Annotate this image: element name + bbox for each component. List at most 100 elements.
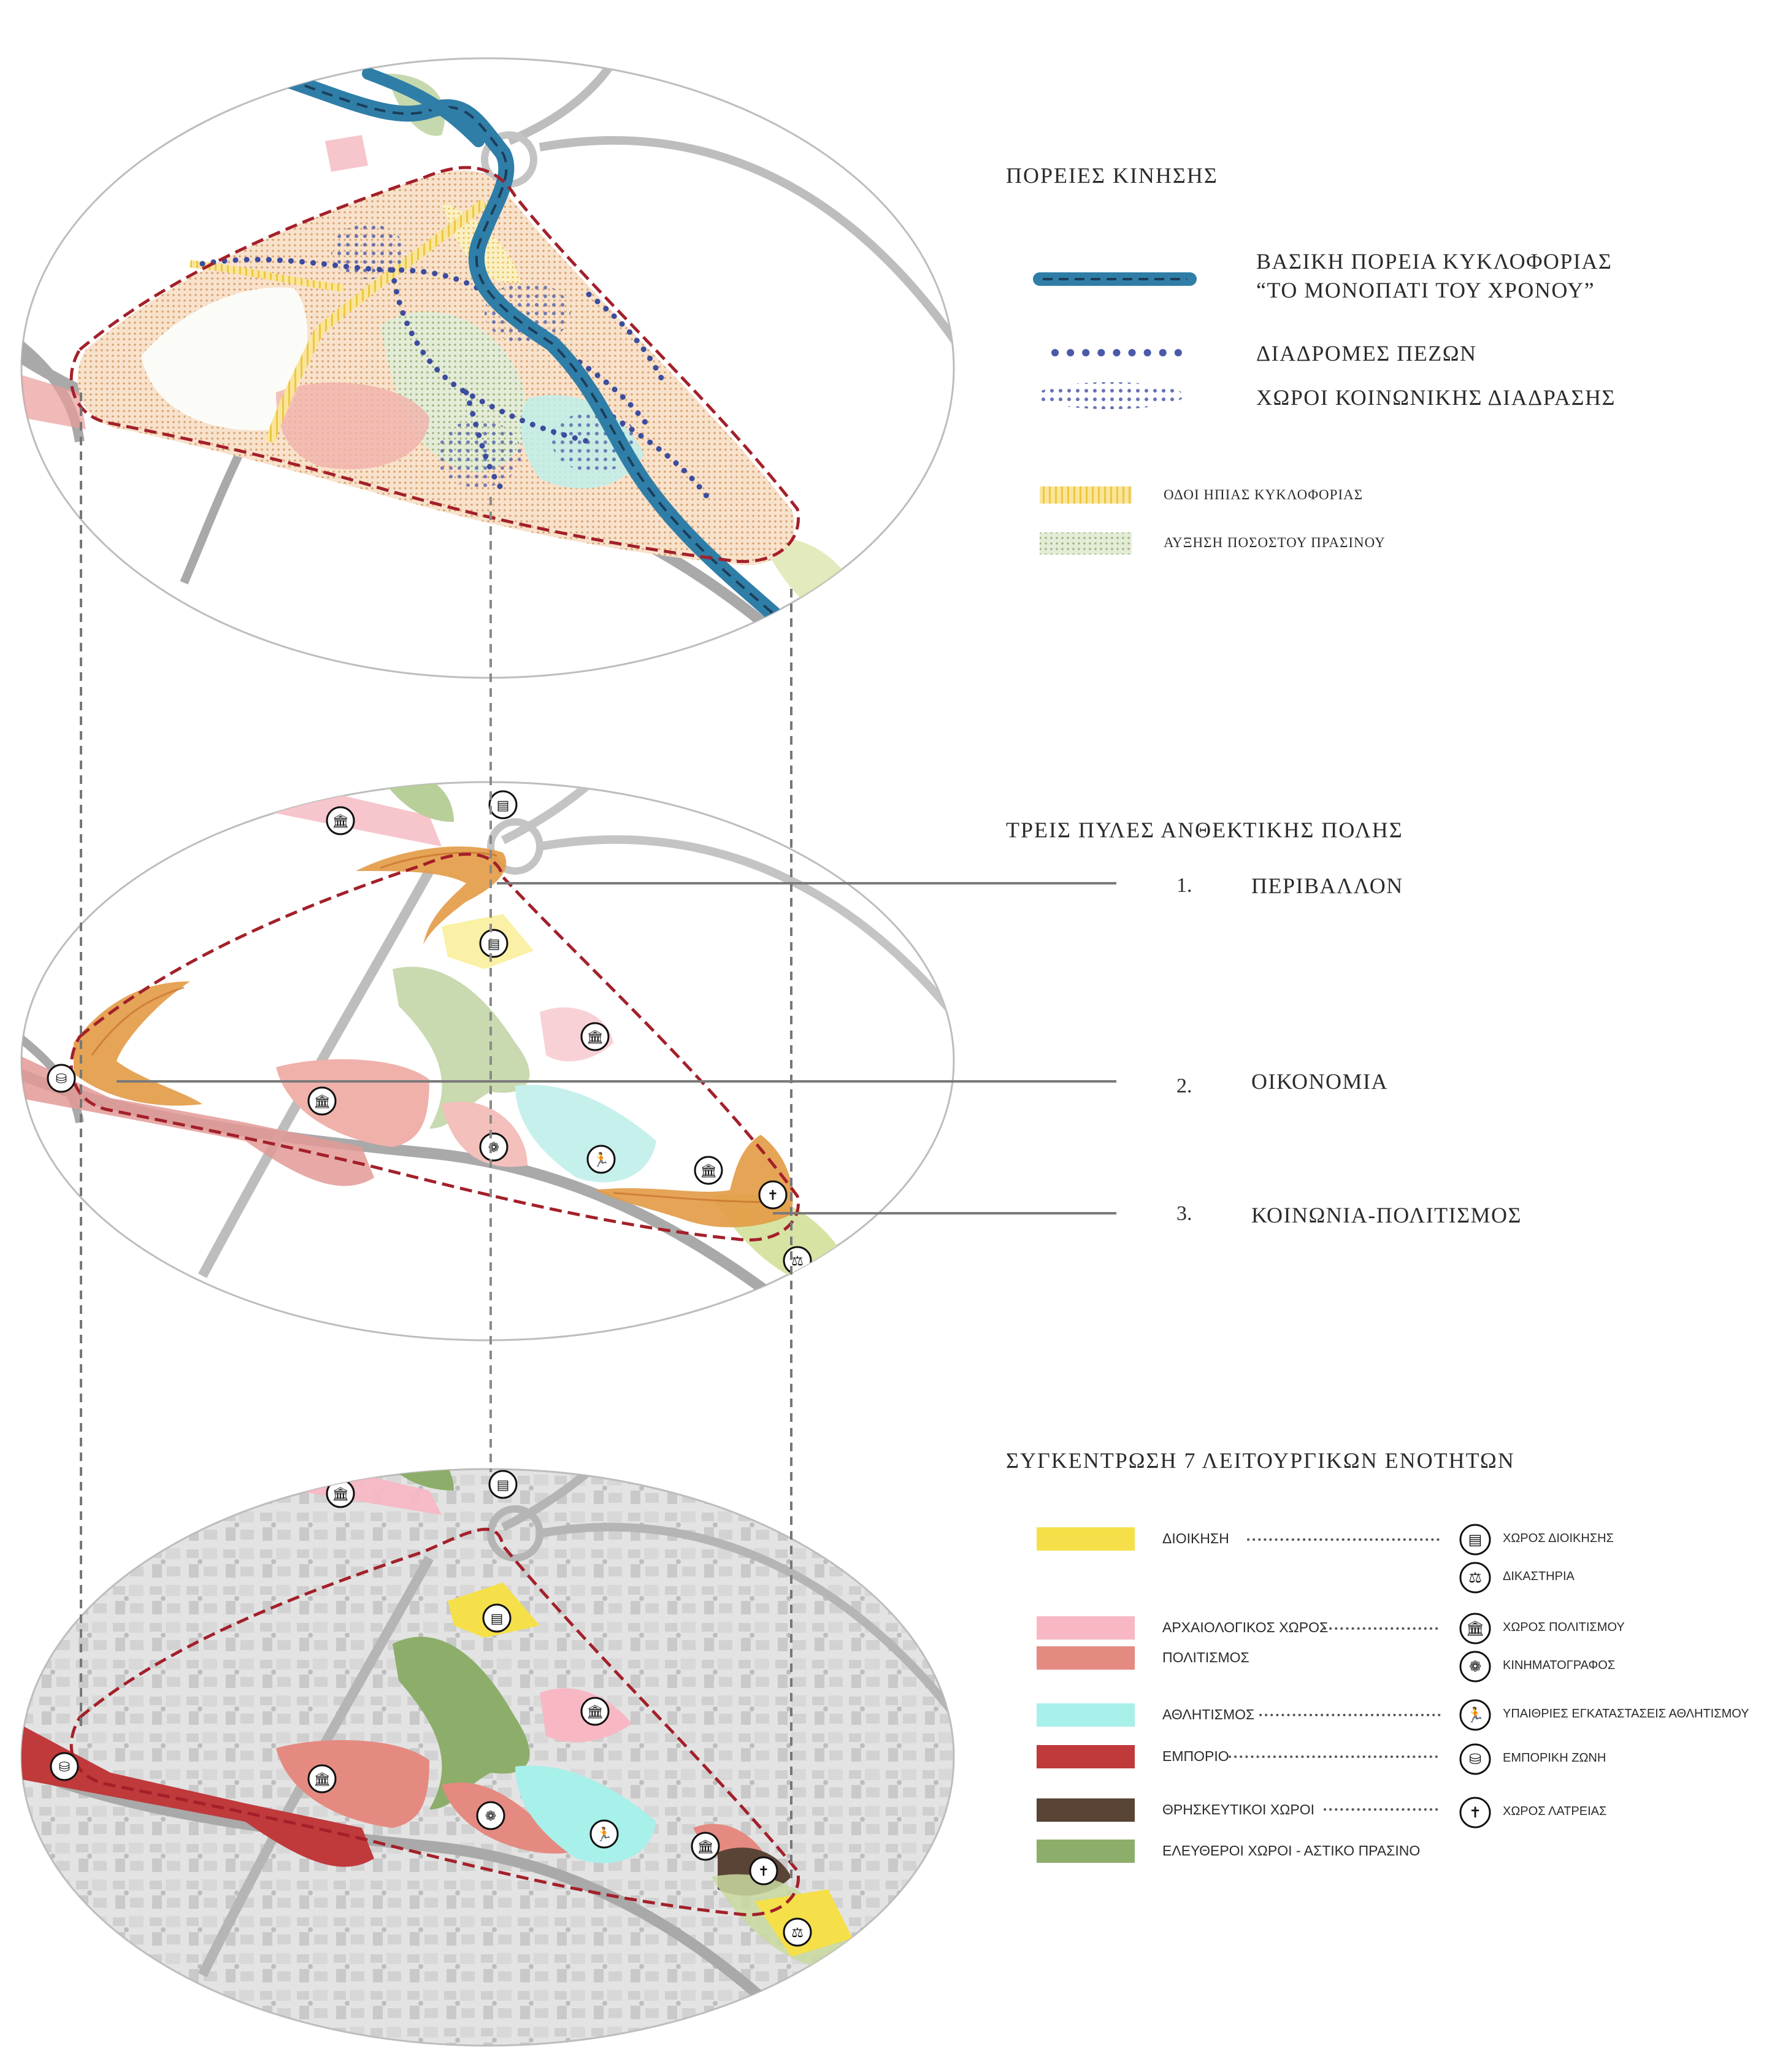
museum-icon: 🏛 (697, 1840, 714, 1855)
legend-green: ΑΥΞΗΣΗ ΠΟΣΟΣΤΟΥ ΠΡΑΣΙΝΟΥ (1164, 535, 1386, 550)
site-boundary (69, 166, 800, 563)
gate-2 (74, 981, 202, 1106)
cross-icon: ✝ (1469, 1804, 1481, 1821)
gavel-icon: ⚖ (1468, 1569, 1482, 1586)
green-area (374, 782, 454, 822)
road (539, 1522, 954, 1721)
sports-area (515, 1765, 656, 1863)
legend-main-route-line1: ΒΑΣΙΚΗ ΠΟΡΕΙΑ ΚΥΚΛΟΦΟΡΙΑΣ (1256, 249, 1613, 274)
unit-commerce: ΕΜΠΟΡΙΟ (1162, 1748, 1229, 1764)
road (501, 1469, 604, 1532)
pink-zone (276, 382, 429, 470)
roundabout (487, 1505, 543, 1562)
legend-3-icons (1459, 1524, 1491, 1828)
museum-icon (47, 790, 812, 1275)
pedestrian-path (586, 291, 666, 383)
road (21, 1761, 814, 2046)
pedestrian-path (610, 414, 715, 506)
pedestrian-path (463, 389, 506, 494)
facility-admin: ΧΩΡΟΣ ΔΙΟΙΚΗΣΗΣ (1503, 1532, 1614, 1545)
calm-street (265, 329, 324, 443)
gate-3 (595, 1135, 793, 1227)
gate-3-label: ΚΟΙΝΩΝΙΑ-ΠΟΛΙΤΙΣΜΟΣ (1251, 1203, 1522, 1227)
panel-connectors (80, 393, 792, 1883)
green-area (393, 967, 530, 1129)
facility-cinema: ΚΙΝΗΜΑΤΟΓΡΑΦΟΣ (1503, 1659, 1616, 1672)
shopping-bag-icon: ⛁ (59, 1760, 70, 1775)
main-route (362, 67, 485, 147)
building-icon: ▤ (497, 1478, 510, 1493)
social-cluster (485, 282, 570, 343)
commerce-area (21, 1724, 374, 1867)
museum-icon: 🏛 (586, 1705, 604, 1720)
green-area (393, 1636, 530, 1809)
runner-icon: 🏃 (593, 1152, 609, 1168)
map-panel-2: 🏛 ▤ ▤ 🏛 🏛 ❁ 🏃 🏛 ✝ ⚖ ⛁ (20, 781, 955, 1341)
legend-1-swatches (1033, 272, 1197, 554)
film-reel-icon: ❁ (1469, 1658, 1481, 1675)
commerce-area (21, 374, 86, 429)
legend-social: ΧΩΡΟΙ ΚΟΙΝΩΝΙΚΗΣ ΔΙΑΔΡΑΣΗΣ (1256, 385, 1616, 410)
gate-3-number: 3. (1176, 1202, 1192, 1225)
museum-icon: 🏛 (313, 1094, 331, 1110)
culture-area (442, 1782, 570, 1854)
gate-leader-lines (117, 882, 1116, 1214)
gate-2-number: 2. (1176, 1075, 1192, 1097)
museum-icon: 🏛 (332, 1487, 349, 1502)
shopping-bag-icon: ⛁ (56, 1072, 67, 1087)
pedestrian-path (549, 340, 653, 432)
culture-area (276, 1740, 429, 1828)
legend-3-swatches (1037, 1527, 1135, 1863)
green-area (362, 1469, 454, 1491)
pedestrian-path (389, 267, 592, 445)
social-cluster (331, 224, 405, 279)
gate-1-number: 1. (1176, 874, 1192, 897)
legend-pedestrian: ΔΙΑΔΡΟΜΕΣ ΠΕΖΩΝ (1256, 341, 1477, 366)
legend-calm: ΟΔΟΙ ΗΠΙΑΣ ΚΥΚΛΟΦΟΡΙΑΣ (1164, 487, 1364, 502)
road (198, 1556, 434, 1978)
panel-3-title: ΣΥΓΚΕΝΤΡΩΣΗ 7 ΛΕΙΤΟΥΡΓΙΚΩΝ ΕΝΟΤΗΤΩΝ (1006, 1448, 1515, 1473)
legend-3-dotted-links (1229, 1538, 1443, 1811)
map-panel-1 (20, 57, 955, 679)
unit-religious: ΘΡΗΣΚΕΥΤΙΚΟΙ ΧΩΡΟΙ (1162, 1801, 1314, 1817)
facility-sports: ΥΠΑΙΘΡΙΕΣ ΕΓΚΑΤΑΣΤΑΣΕΙΣ ΑΘΛΗΤΙΣΜΟΥ (1503, 1707, 1749, 1721)
film-reel-icon: ❁ (485, 1809, 496, 1824)
commerce-area (21, 1055, 374, 1186)
facility-commerce: ΕΜΠΟΡΙΚΗ ΖΩΝΗ (1503, 1751, 1606, 1765)
map-panel-3: 🏛 ▤ ▤ 🏛 🏛 ❁ 🏃 🏛 ✝ ⚖ ⛁ (20, 1468, 955, 2047)
road (539, 136, 954, 347)
building-icon: ▤ (497, 798, 510, 813)
cross-icon: ✝ (767, 1188, 778, 1203)
road (180, 439, 250, 585)
gate-1 (356, 846, 507, 945)
gavel-icon: ⚖ (791, 1925, 804, 1941)
runner-icon: 🏃 (1466, 1706, 1484, 1724)
museum-icon: 🏛 (1466, 1620, 1484, 1637)
facility-worship: ΧΩΡΟΣ ΛΑΤΡΕΙΑΣ (1503, 1805, 1607, 1818)
road (507, 59, 617, 145)
panel-2-title: ΤΡΕΙΣ ΠΥΛΕΣ ΑΝΘΕΚΤΙΚΗΣ ΠΟΛΗΣ (1006, 818, 1403, 842)
facility-culture: ΧΩΡΟΣ ΠΟΛΙΤΙΣΜΟΥ (1503, 1621, 1625, 1634)
gavel-icon: ⚖ (791, 1254, 804, 1269)
site-boundary (69, 1527, 800, 1916)
museum-icon: 🏛 (700, 1164, 717, 1179)
gate-1-label: ΠΕΡΙΒΑΛΛΟΝ (1251, 873, 1403, 898)
road (198, 869, 434, 1278)
legend-main-route-line2: “ΤΟ ΜΟΝΟΠΑΤΙ ΤΟΥ ΧΡΟΝΟΥ” (1256, 278, 1595, 302)
road (501, 782, 604, 845)
museum-icon: 🏛 (313, 1772, 331, 1787)
building-icon: ▤ (488, 937, 501, 952)
building-icon: ▤ (491, 1611, 504, 1627)
museum-icon: 🏛 (586, 1030, 604, 1045)
unit-culture: ΠΟΛΙΤΙΣΜΟΣ (1162, 1649, 1249, 1665)
panel-1-title: ΠΟΡΕΙΕΣ ΚΙΝΗΣΗΣ (1006, 163, 1218, 188)
main-route-dash (269, 72, 774, 615)
site-boundary (69, 853, 800, 1241)
road (539, 835, 954, 1021)
building-icon: ▤ (1468, 1531, 1483, 1548)
unit-archaeological: ΑΡΧΑΙΟΛΟΓΙΚΟΣ ΧΩΡΟΣ (1162, 1619, 1329, 1635)
runner-icon: 🏃 (596, 1827, 612, 1843)
cross-icon: ✝ (758, 1864, 769, 1879)
unit-admin: ΔΙΟΙΚΗΣΗ (1162, 1530, 1229, 1546)
